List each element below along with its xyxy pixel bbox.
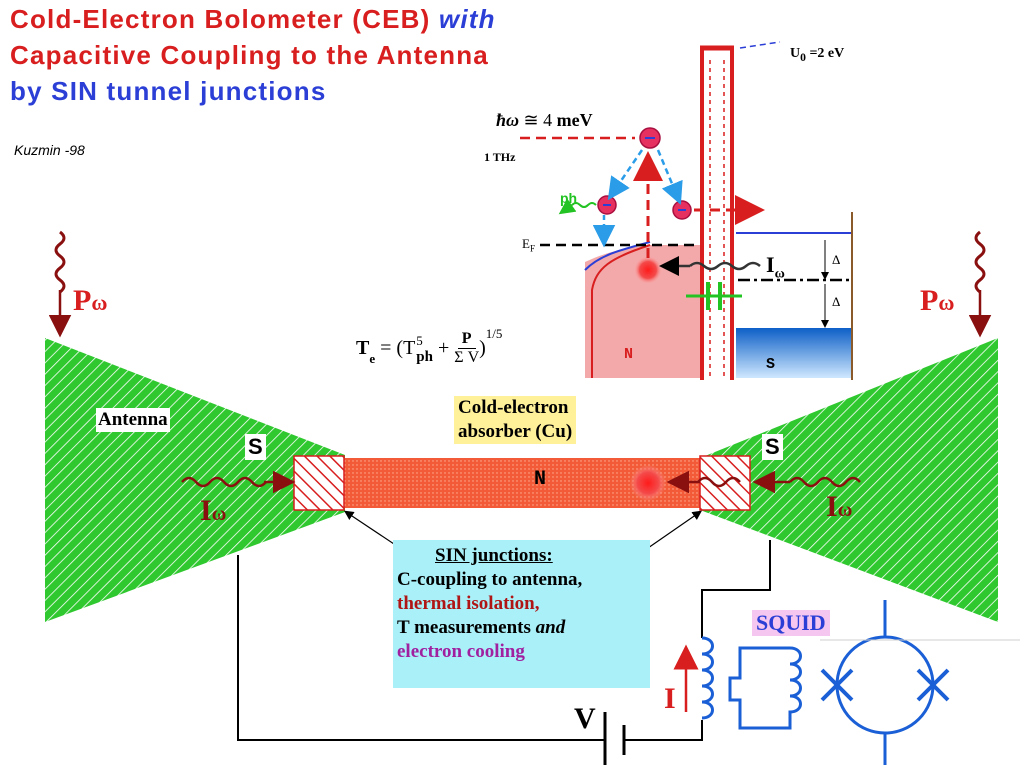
title-line-3: by SIN tunnel junctions: [10, 76, 327, 106]
formula-exponent-5: 5: [416, 332, 423, 348]
left-sin-junction: [293, 455, 345, 511]
voltage-label: V: [574, 702, 596, 735]
gap-delta-upper: Δ: [832, 252, 841, 267]
sin-box-line4: electron cooling: [397, 641, 525, 662]
formula-lhs: T: [356, 337, 370, 359]
band-s-label: S: [766, 356, 776, 373]
left-i-omega-label: Iω: [200, 494, 226, 528]
input-coil: [701, 636, 714, 720]
absorber-n-label: N: [534, 468, 547, 491]
right-i-symbol: I: [826, 490, 838, 523]
frequency-label: 1 THz: [484, 150, 516, 164]
fermi-symbol: E: [522, 236, 530, 251]
author-credit: Kuzmin -98: [14, 142, 85, 158]
right-i-omega-label: Iω: [826, 490, 852, 524]
sin-junctions-box: SIN junctions: C-coupling to antenna, th…: [393, 540, 650, 688]
photon-energy-value: ≅ 4: [519, 110, 557, 130]
tunnel-barrier: [700, 48, 734, 380]
fermi-level-label: EF: [522, 236, 535, 254]
formula-numerator: P: [457, 330, 476, 349]
electron-left: [597, 195, 617, 215]
s-region: [736, 328, 852, 378]
squid-loop: [728, 646, 802, 730]
right-s-label: S: [762, 434, 783, 460]
right-power-label: Pω: [920, 284, 954, 318]
photon-energy-unit: meV: [556, 110, 593, 130]
left-omega-subscript: ω: [211, 503, 227, 525]
left-power-symbol: P: [73, 284, 92, 317]
title-line-1-red: Cold-Electron Bolometer (CEB): [10, 4, 439, 34]
formula-exponent: 1/5: [485, 326, 503, 341]
absorber-label-line2: absorber (Cu): [458, 421, 573, 442]
circuit-wire: [237, 555, 605, 741]
squid-label: SQUID: [752, 610, 830, 636]
u0-value: =2 eV: [805, 46, 845, 61]
sin-box-line1: C-coupling to antenna,: [397, 569, 583, 590]
band-omega-subscript: ω: [774, 266, 785, 282]
absorber-label: Cold-electron absorber (Cu): [454, 396, 577, 444]
right-power-symbol: P: [920, 284, 939, 317]
left-power-omega: ω: [91, 290, 108, 315]
u0-label: U0 =2 eV: [790, 46, 844, 64]
formula-ph-subscript: ph: [416, 348, 433, 365]
formula-denominator: Σ V: [454, 349, 480, 366]
formula-close: ): [479, 337, 486, 359]
absorber-hot-spot: [630, 465, 666, 501]
squid-symbol: [835, 635, 935, 735]
band-i-omega-label: Iω: [766, 252, 785, 282]
photon-energy-label: ħω ≅ 4 meV: [496, 110, 593, 131]
right-power-omega: ω: [938, 290, 955, 315]
sin-box-title: SIN junctions:: [435, 545, 553, 566]
title-line-1: Cold-Electron Bolometer (CEB) with: [10, 4, 496, 35]
sin-box-line2: thermal isolation,: [397, 593, 540, 614]
current-label: I: [664, 682, 676, 715]
fermi-subscript: F: [529, 243, 535, 254]
n-region: [585, 245, 702, 378]
gap-delta-lower: Δ: [832, 294, 841, 309]
electron-right: [672, 200, 692, 220]
formula-plus: +: [432, 337, 455, 359]
sin-box-line3: T measurements and: [397, 616, 646, 640]
title-line-2: Capacitive Coupling to the Antenna: [10, 40, 489, 70]
left-power-wave: [54, 230, 66, 294]
right-omega-subscript: ω: [837, 499, 853, 521]
hbar-omega-symbol: ħω: [496, 110, 520, 130]
title-line-1-blue: with: [438, 4, 496, 34]
absorber-label-line1: Cold-electron: [458, 397, 569, 418]
left-i-symbol: I: [200, 494, 212, 527]
formula-eq: = (T: [375, 337, 416, 359]
left-power-label: Pω: [73, 284, 107, 318]
sin-box-line3a: T measurements: [397, 617, 536, 638]
phonon-label: ph: [560, 190, 578, 206]
formula-lhs-sub: e: [369, 351, 376, 366]
u0-symbol: U: [790, 46, 801, 61]
electron-top: [639, 127, 661, 149]
u0-subscript: 0: [800, 50, 806, 64]
left-i-omega-wave: [181, 476, 267, 488]
right-i-omega-wave: [789, 476, 861, 488]
antenna-label: Antenna: [96, 408, 170, 432]
sin-box-line3b: and: [535, 617, 566, 638]
band-n-label: N: [624, 346, 634, 363]
band-i-symbol: I: [766, 252, 775, 277]
left-s-label: S: [245, 434, 266, 460]
right-power-wave: [974, 230, 986, 294]
